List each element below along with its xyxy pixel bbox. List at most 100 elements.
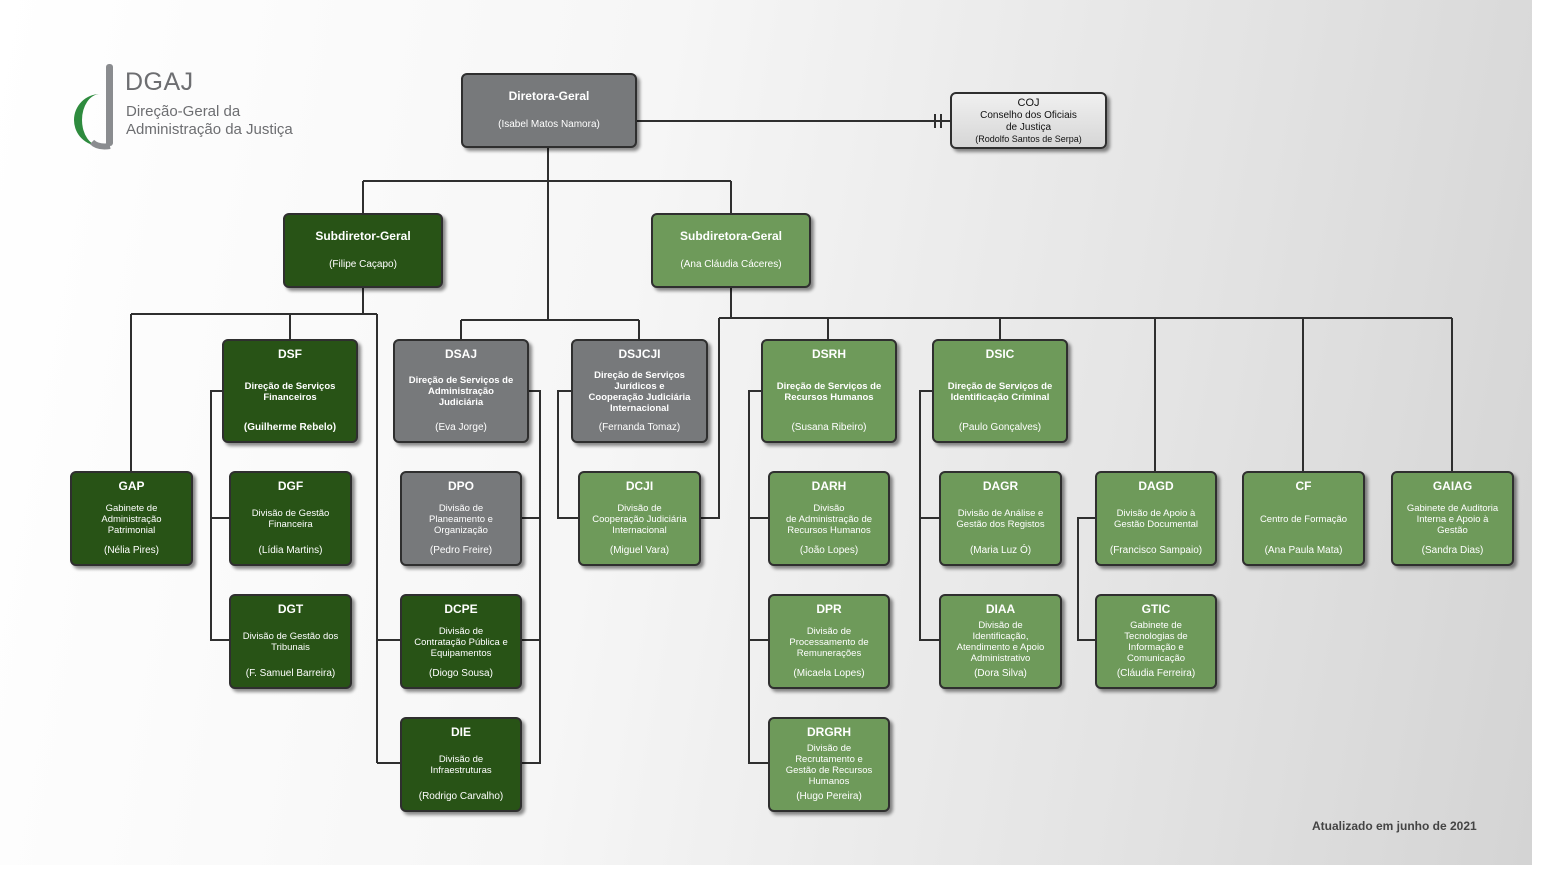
unit-box-dgf[interactable]: DGF Divisão de Gestão Financeira (Lídia …	[229, 471, 352, 566]
unit-description: Divisão de Infraestruturas	[430, 754, 492, 776]
unit-description: Direção de Serviços Jurídicos e Cooperaç…	[588, 369, 691, 414]
unit-box-subdirector-1[interactable]: Subdiretor-Geral (Filipe Caçapo)	[283, 213, 443, 288]
unit-person: (Cláudia Ferreira)	[1116, 668, 1196, 679]
unit-person: (Pedro Freire)	[429, 545, 493, 556]
unit-box-dcji[interactable]: DCJI Divisão de Cooperação Judiciária In…	[578, 471, 701, 566]
unit-box-coj[interactable]: COJ Conselho dos Oficiais de Justiça (Ro…	[950, 92, 1107, 149]
unit-description: Direção de Serviços de Recursos Humanos	[776, 380, 882, 403]
unit-description: Gabinete de Administração Patrimonial	[101, 502, 162, 536]
updated-note: Atualizado em junho de 2021	[1312, 819, 1477, 833]
unit-person: (Isabel Matos Namora)	[498, 119, 600, 130]
unit-person: (Filipe Caçapo)	[329, 259, 397, 270]
unit-code: DAGD	[1138, 479, 1174, 493]
unit-description: Divisão de Contratação Pública e Equipam…	[414, 625, 508, 659]
unit-box-dpr[interactable]: DPR Divisão de Processamento de Remunera…	[768, 594, 890, 689]
unit-person: (F. Samuel Barreira)	[245, 668, 336, 679]
unit-description: Divisão de Gestão dos Tribunais	[242, 631, 339, 653]
unit-box-diaa[interactable]: DIAA Divisão de Identificação, Atendimen…	[939, 594, 1062, 689]
unit-code: DIAA	[985, 602, 1016, 616]
unit-code: DSAJ	[444, 347, 477, 361]
unit-box-dagd[interactable]: DAGD Divisão de Apoio à Gestão Documenta…	[1095, 471, 1217, 566]
unit-box-cf[interactable]: CF Centro de Formação (Ana Paula Mata)	[1242, 471, 1365, 566]
link-sdg2-drops	[827, 318, 1453, 471]
unit-person: (Ana Cláudia Cáceres)	[680, 259, 782, 270]
unit-person: (Ana Paula Mata)	[1264, 545, 1343, 556]
unit-code: DAGR	[982, 479, 1019, 493]
unit-box-dcpe[interactable]: DCPE Divisão de Contratação Pública e Eq…	[400, 594, 522, 689]
unit-person: (Dora Silva)	[974, 668, 1027, 679]
unit-person: (Micaela Lopes)	[793, 668, 865, 679]
unit-description: Centro de Formação	[1259, 513, 1348, 525]
link-dagd-gtic	[1077, 517, 1095, 641]
unit-person: (Nélia Pires)	[103, 545, 159, 556]
unit-person: (Maria Luz Ó)	[969, 545, 1032, 556]
unit-code: DRGRH	[807, 725, 851, 739]
unit-person: (Paulo Gonçalves)	[958, 422, 1042, 433]
unit-code: Subdiretor-Geral	[315, 229, 411, 243]
unit-person: (Lídia Martins)	[258, 545, 323, 556]
unit-box-gtic[interactable]: GTIC Gabinete de Tecnologias de Informaç…	[1095, 594, 1217, 689]
unit-person: (Francisco Sampaio)	[1109, 545, 1203, 556]
unit-box-dsf[interactable]: DSF Direção de Serviços Financeiros (Gui…	[222, 339, 358, 443]
unit-box-gaiag[interactable]: GAIAG Gabinete de Auditoria Interna e Ap…	[1391, 471, 1514, 566]
unit-code: DCJI	[625, 479, 654, 493]
unit-box-subdirector-2[interactable]: Subdiretora-Geral (Ana Cláudia Cáceres)	[651, 213, 811, 288]
unit-person: (Fernanda Tomaz)	[598, 422, 681, 433]
unit-code: Diretora-Geral	[508, 89, 590, 103]
dgaj-logo: DGAJ Direção-Geral da Administração da J…	[70, 62, 320, 152]
unit-person: (João Lopes)	[799, 545, 859, 556]
unit-description: Gabinete de Auditoria Interna e Apoio à …	[1406, 502, 1499, 536]
unit-box-darh[interactable]: DARH Divisão de Administração de Recurso…	[768, 471, 890, 566]
unit-person: (Diogo Sousa)	[429, 668, 493, 679]
unit-description: Direção de Serviços de Administração Jud…	[408, 375, 514, 408]
unit-code: DCPE	[444, 602, 478, 616]
unit-box-dsaj[interactable]: DSAJ Direção de Serviços de Administraçã…	[393, 339, 529, 443]
unit-person: (Hugo Pereira)	[796, 791, 862, 802]
unit-person: (Eva Jorge)	[435, 422, 487, 433]
unit-box-dgt[interactable]: DGT Divisão de Gestão dos Tribunais (F. …	[229, 594, 352, 689]
link-dsf-children	[210, 390, 229, 641]
unit-description: Divisão de Análise e Gestão dos Registos	[956, 508, 1045, 530]
unit-box-dsjcji[interactable]: DSJCJI Direção de Serviços Jurídicos e C…	[571, 339, 708, 443]
unit-box-gap[interactable]: GAP Gabinete de Administração Patrimonia…	[70, 471, 193, 566]
unit-code: GAIAG	[1432, 479, 1473, 493]
unit-code: DGF	[277, 479, 304, 493]
unit-code: DARH	[811, 479, 847, 493]
unit-description: Divisão de Cooperação Judiciária Interna…	[592, 502, 687, 536]
link-sdg1-branch	[130, 288, 378, 763]
unit-code: DSF	[278, 347, 302, 361]
logo-abbreviation: DGAJ	[125, 68, 194, 96]
unit-code: CF	[1295, 479, 1312, 493]
unit-description: Direção de Serviços de Identificação Cri…	[947, 380, 1053, 403]
unit-code: DIE	[450, 725, 471, 739]
unit-box-dg[interactable]: Diretora-Geral (Isabel Matos Namora)	[461, 73, 637, 148]
unit-box-die[interactable]: DIE Divisão de Infraestruturas (Rodrigo …	[400, 717, 522, 812]
unit-person: (Guilherme Rebelo)	[243, 422, 337, 433]
unit-description: Divisão de Planeamento e Organização	[429, 502, 493, 536]
link-sdg2-branch	[701, 288, 1452, 519]
unit-box-drgrh[interactable]: DRGRH Divisão de Recrutamento e Gestão d…	[768, 717, 890, 812]
unit-description: Direção de Serviços Financeiros	[244, 380, 336, 403]
org-chart-canvas: DGAJ Direção-Geral da Administração da J…	[0, 0, 1532, 865]
unit-person: (Susana Ribeiro)	[791, 422, 867, 433]
unit-description: Conselho dos Oficiais de Justiça	[980, 109, 1077, 133]
unit-person: (Miguel Vara)	[609, 545, 670, 556]
link-dsrh-children	[748, 390, 768, 764]
unit-description: Divisão de Apoio à Gestão Documental	[1114, 508, 1198, 530]
unit-box-dsic[interactable]: DSIC Direção de Serviços de Identificaçã…	[932, 339, 1068, 443]
link-sdg1-dcpe-die	[377, 639, 400, 764]
unit-description: Divisão de Gestão Financeira	[251, 508, 330, 530]
unit-code: GTIC	[1141, 602, 1171, 616]
connector-lines	[130, 114, 1453, 764]
unit-code: DSRH	[811, 347, 846, 361]
dgaj-logo-mark-icon	[74, 64, 113, 150]
unit-box-dsrh[interactable]: DSRH Direção de Serviços de Recursos Hum…	[761, 339, 897, 443]
unit-code: Subdiretora-Geral	[679, 229, 783, 243]
unit-box-dagr[interactable]: DAGR Divisão de Análise e Gestão dos Reg…	[939, 471, 1062, 566]
unit-code: DPO	[447, 479, 474, 493]
unit-code: DPR	[816, 602, 842, 616]
unit-box-dpo[interactable]: DPO Divisão de Planeamento e Organização…	[400, 471, 522, 566]
link-coj-marker	[934, 114, 942, 128]
unit-description: Divisão de Processamento de Remunerações	[789, 625, 869, 659]
unit-description: Divisão de Recrutamento e Gestão de Recu…	[785, 743, 873, 787]
